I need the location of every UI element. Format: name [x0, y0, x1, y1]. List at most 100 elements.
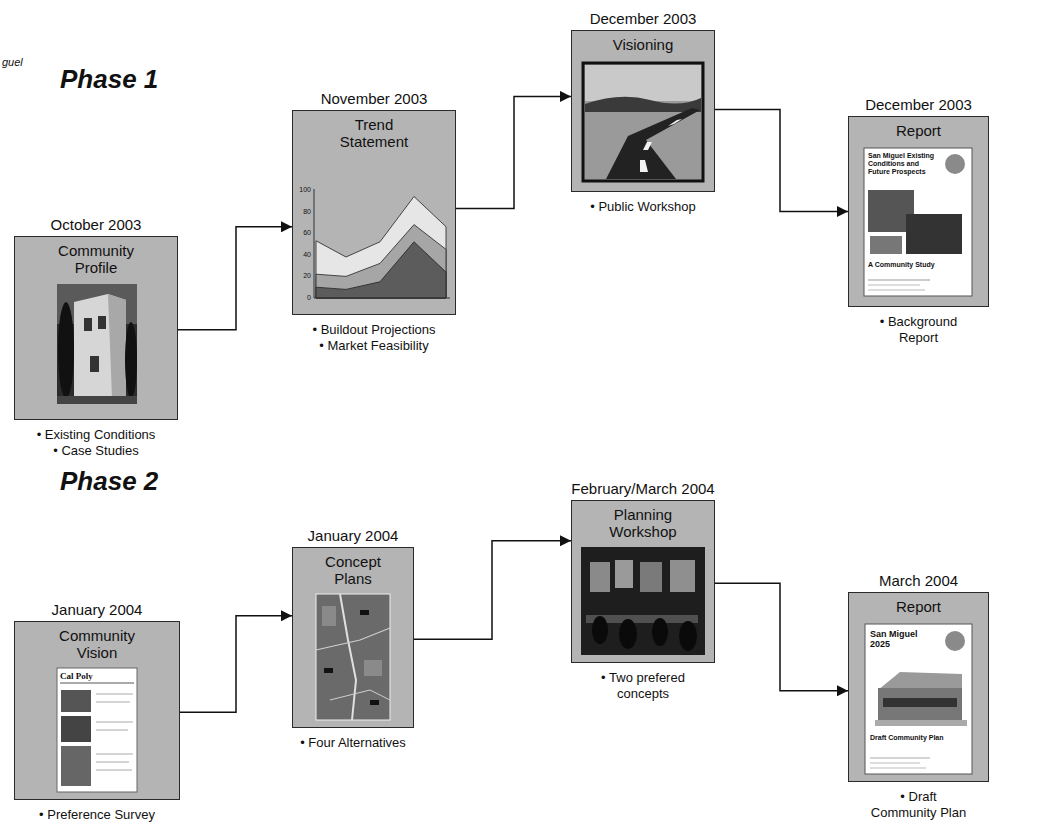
survey-line [96, 694, 133, 695]
label-wrap: 80 [293, 208, 311, 216]
axis-tick: 60 [293, 229, 311, 237]
label-wrap: San Miguel 2025 [870, 629, 938, 649]
bullet-note: • Four Alternatives [278, 735, 428, 751]
bullet-note: • Buildout Projections [289, 322, 459, 338]
date-heading: February/March 2004 [571, 480, 714, 498]
map-ground [316, 594, 390, 720]
road-dash [668, 119, 682, 126]
cover-title: San Miguel Existing Conditions and Futur… [868, 152, 940, 176]
label-wrap: Phase 2 [60, 466, 190, 496]
map-tag [370, 700, 379, 705]
building-roof [878, 672, 962, 690]
report-cover [864, 148, 972, 296]
box-title: Report [859, 598, 979, 615]
building [878, 688, 962, 722]
bullet-note: • Preference Survey [12, 807, 182, 823]
wall-panel [590, 562, 610, 592]
cypress-tree [58, 302, 74, 398]
cover-photo [868, 190, 914, 232]
date-heading-wrap: October 2003 [51, 216, 142, 234]
bullet-list: • Background Report [869, 314, 969, 346]
bullet-note: • Case Studies [11, 443, 181, 459]
bullet-list: • Buildout Projections• Market Feasibili… [289, 322, 459, 354]
bullet-list: • Existing Conditions• Case Studies [11, 427, 181, 459]
clipart-road [606, 108, 700, 179]
survey-sheet [57, 668, 137, 792]
label-wrap: San Miguel Existing Conditions and Futur… [868, 152, 940, 176]
label-wrap: 40 [293, 251, 311, 259]
flow-arrow [178, 227, 292, 330]
survey-line [96, 762, 129, 763]
map-block [364, 660, 382, 676]
cypress-tree [125, 322, 137, 398]
bullet-note: • Draft Community Plan [869, 789, 969, 821]
date-heading: December 2003 [865, 96, 972, 114]
flow-arrow [456, 96, 571, 208]
building-windows [883, 698, 957, 707]
process-box: March 2004Report• Draft Community Plan [848, 592, 989, 782]
date-heading: January 2004 [52, 601, 143, 619]
date-heading-wrap: March 2004 [879, 572, 958, 590]
area-chart [314, 189, 450, 298]
box-title: Community Profile [46, 242, 146, 276]
axis-tick: 100 [293, 186, 311, 194]
box-title: Report [859, 122, 979, 139]
workshop-photo [581, 547, 705, 655]
survey-line [96, 702, 130, 703]
y-axis [314, 189, 315, 298]
date-heading: October 2003 [51, 216, 142, 234]
cover-rule [870, 758, 930, 759]
process-box: December 2003Report• Background Report [848, 116, 989, 307]
cover-rule [870, 763, 920, 764]
window [98, 316, 106, 329]
road-dash [643, 142, 652, 150]
map-road [330, 690, 390, 700]
box-title: Visioning [578, 36, 708, 53]
axis-tick: 40 [293, 251, 311, 259]
process-box: November 2003Trend Statement• Buildout P… [292, 110, 456, 315]
label-wrap: 0 [293, 294, 311, 302]
map-tag [324, 668, 333, 673]
cover-rule [868, 285, 920, 286]
box-title: Community Vision [47, 627, 147, 661]
date-heading-wrap: December 2003 [590, 10, 697, 28]
report-cover [865, 624, 972, 774]
bullet-list: • Draft Community Plan [869, 789, 969, 821]
label-wrap: Phase 1 [60, 64, 190, 94]
map-road [340, 594, 356, 720]
date-heading-wrap: January 2004 [52, 601, 143, 619]
survey-rule [60, 683, 134, 684]
cover-rule [870, 768, 926, 769]
process-box: January 2004Community Vision• Preference… [14, 621, 180, 800]
sidewalk [875, 720, 967, 726]
page-masthead: Cal Poly [60, 671, 130, 681]
tables [586, 615, 698, 623]
photo-ground [581, 547, 705, 655]
bullet-note: • Two prefered concepts [588, 670, 698, 702]
date-heading: January 2004 [308, 527, 399, 545]
flow-arrow [180, 616, 292, 713]
bullet-list: • Preference Survey [12, 807, 182, 823]
survey-line [96, 754, 133, 755]
area-layer [316, 197, 446, 299]
cover-page [864, 148, 972, 296]
axis-tick: 20 [293, 272, 311, 280]
label-wrap: Cal Poly [60, 671, 130, 681]
phase-label: Phase 2 [60, 466, 190, 496]
area-layer [316, 242, 446, 298]
phase-label: Phase 1 [60, 64, 190, 94]
bullet-list: • Four Alternatives [278, 735, 428, 751]
person [679, 621, 697, 651]
box-title: Concept Plans [313, 553, 393, 587]
label-wrap: 60 [293, 229, 311, 237]
flow-arrow [715, 583, 848, 691]
map-road [316, 628, 390, 650]
date-heading-wrap: December 2003 [865, 96, 972, 114]
process-box: October 2003Community Profile• Existing … [14, 236, 178, 420]
cover-photo [870, 236, 902, 254]
survey-photo [61, 746, 91, 786]
wall-panel [670, 560, 695, 592]
window [84, 318, 92, 331]
survey-photo [61, 690, 91, 712]
